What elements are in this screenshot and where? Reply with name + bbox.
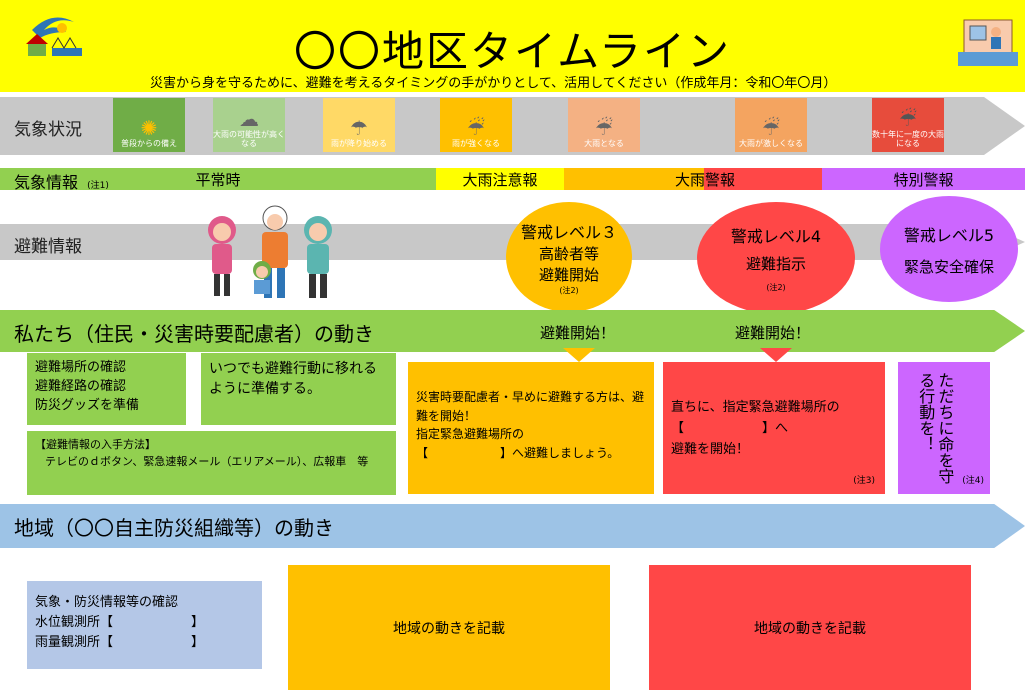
rain-icon: ☔	[467, 116, 485, 141]
howto-body: テレビのｄボタン、緊急速報メール（エリアメール）、広報車 等	[45, 454, 369, 468]
weather-info-note: (注1)	[87, 181, 109, 191]
evac-info-label: 避難情報	[14, 237, 82, 257]
weather-panel-label: 普段からの備え	[121, 139, 177, 149]
howto-title: 【避難情報の入手方法】	[35, 438, 156, 451]
light-rain-icon: ☂	[350, 116, 368, 141]
ready-box: いつでも避難行動に移れるように準備する。	[201, 353, 396, 425]
alert-level-4: 警戒レベル4 避難指示 (注2)	[697, 202, 855, 314]
flood-house-icon	[958, 12, 1018, 70]
weather-panel-label: 大雨となる	[584, 139, 624, 149]
red-line: 避難を開始！	[671, 441, 750, 457]
red-note: (注3)	[853, 475, 875, 486]
community-orange-text: 地域の動きを記載	[393, 620, 505, 637]
weather-panel-intense: ☔ 大雨が激しくなる	[735, 98, 807, 152]
howto-box: 【避難情報の入手方法】 テレビのｄボタン、緊急速報メール（エリアメール）、広報車…	[27, 431, 396, 495]
alert-level-4-line1: 避難指示	[745, 255, 806, 273]
band-special: 特別警報	[822, 168, 1025, 190]
prep-item: 避難場所の確認	[35, 360, 127, 375]
alert-level-5-title: 警戒レベル5	[903, 225, 995, 245]
community-info-line: 水位観測所【 】	[35, 615, 205, 631]
community-arrow	[0, 504, 1025, 548]
cloud-icon: ☁	[239, 107, 259, 132]
band-advisory: 大雨注意報	[436, 168, 564, 190]
orange-line: 災害時要配慮者・早めに避難する方は、避難を開始！	[416, 390, 645, 423]
community-info-line: 雨量観測所【 】	[35, 635, 205, 651]
purple-note: (注4)	[962, 476, 984, 486]
red-line: 直ちに、指定緊急避難場所の	[671, 400, 840, 415]
evac-start-b: 避難開始！	[735, 324, 811, 342]
alert-level-3-title: 警戒レベル３	[520, 222, 617, 242]
band-normal-label: 平常時	[195, 170, 241, 189]
heavy-rain-icon: ☔	[762, 116, 780, 141]
band-warning-orange	[564, 168, 704, 190]
weather-panel-label: 大雨が激しくなる	[739, 139, 803, 149]
weather-panel-start: ☂ 雨が降り始める	[323, 98, 395, 152]
weather-panel-strong: ☔ 雨が強くなる	[440, 98, 512, 152]
orange-line: 指定緊急避難場所の	[416, 427, 525, 442]
weather-panel-label: 雨が強くなる	[452, 139, 500, 149]
prep-item: 避難経路の確認	[35, 378, 127, 394]
band-special-label: 特別警報	[893, 170, 954, 189]
band-normal: 平常時	[0, 168, 436, 190]
alert-level-5: 警戒レベル5 緊急安全確保	[880, 196, 1018, 302]
weather-panel-heavy: ☔ 大雨となる	[568, 98, 640, 152]
alert-level-4-note: (注2)	[766, 283, 786, 292]
band-warning-label: 大雨警報	[674, 170, 735, 189]
extreme-rain-icon: ☔	[899, 107, 917, 132]
weather-panel-label: 雨が降り始める	[331, 139, 387, 149]
alert-level-3-line1: 高齢者等	[538, 244, 599, 263]
orange-action-box: 災害時要配慮者・早めに避難する方は、避難を開始！ 指定緊急避難場所の 【 】へ避…	[408, 362, 654, 494]
alert-level-3-line2: 避難開始	[538, 265, 599, 284]
orange-line: 【 】へ避難しましょう。	[416, 445, 620, 460]
prep-item: 防災グッズを準備	[35, 397, 140, 413]
band-advisory-label: 大雨注意報	[462, 170, 538, 189]
purple-text: ただちに命を守る行動を！	[916, 372, 955, 484]
weather-panel-possible: ☁ 大雨の可能性が高くなる	[213, 98, 285, 152]
community-red-box: 地域の動きを記載	[649, 565, 971, 690]
heavy-rain-icon: ☔	[595, 116, 613, 141]
alert-level-4-title: 警戒レベル4	[730, 227, 822, 246]
evac-start-a: 避難開始！	[540, 324, 616, 342]
weather-info-text: 気象情報	[14, 173, 79, 192]
weather-panel-label: 数十年に一度の大雨になる	[872, 130, 944, 149]
ready-text: いつでも避難行動に移れるように準備する。	[209, 361, 377, 398]
weather-info-label: 気象情報 (注1)	[14, 169, 109, 193]
weather-panel-label: 大雨の可能性が高くなる	[213, 130, 285, 149]
title-banner	[0, 0, 1025, 92]
community-info-box: 気象・防災情報等の確認 水位観測所【 】 雨量観測所【 】	[27, 581, 262, 669]
community-red-text: 地域の動きを記載	[754, 620, 866, 637]
red-line: 【 】へ	[671, 420, 789, 436]
alert-level-3: 警戒レベル３ 高齢者等 避難開始 (注2)	[506, 202, 632, 312]
community-info-line: 気象・防災情報等の確認	[35, 595, 179, 610]
down-arrow-orange	[563, 348, 595, 362]
typhoon-logo-icon	[22, 8, 92, 66]
residents-arrow	[0, 310, 1025, 352]
down-arrow-red	[760, 348, 792, 362]
weather-panel-extreme: ☔ 数十年に一度の大雨になる	[872, 98, 944, 152]
community-label: 地域（〇〇自主防災組織等）の動き	[14, 516, 334, 540]
alert-level-5-line1: 緊急安全確保	[903, 257, 994, 276]
alert-level-3-note: (注2)	[559, 285, 579, 295]
residents-label: 私たち（住民・災害時要配慮者）の動き	[14, 322, 374, 346]
band-warning-red	[704, 168, 822, 190]
sun-icon: ✺	[140, 116, 158, 141]
prep-box: 避難場所の確認 避難経路の確認 防災グッズを準備	[27, 353, 186, 425]
red-action-box: 直ちに、指定緊急避難場所の 【 】へ 避難を開始！ (注3)	[663, 362, 885, 494]
weather-status-label: 気象状況	[14, 120, 82, 140]
purple-action-box: ただちに命を守る行動を！ (注4)	[898, 362, 990, 494]
page-subtitle: 災害から身を守るために、避難を考えるタイミングの手がかりとして、活用してください…	[150, 76, 837, 91]
page-title: 〇〇地区タイムライン	[293, 27, 732, 76]
family-evacuating-illustration	[200, 200, 345, 305]
community-orange-box: 地域の動きを記載	[288, 565, 610, 690]
weather-panel-normal: ✺ 普段からの備え	[113, 98, 185, 152]
